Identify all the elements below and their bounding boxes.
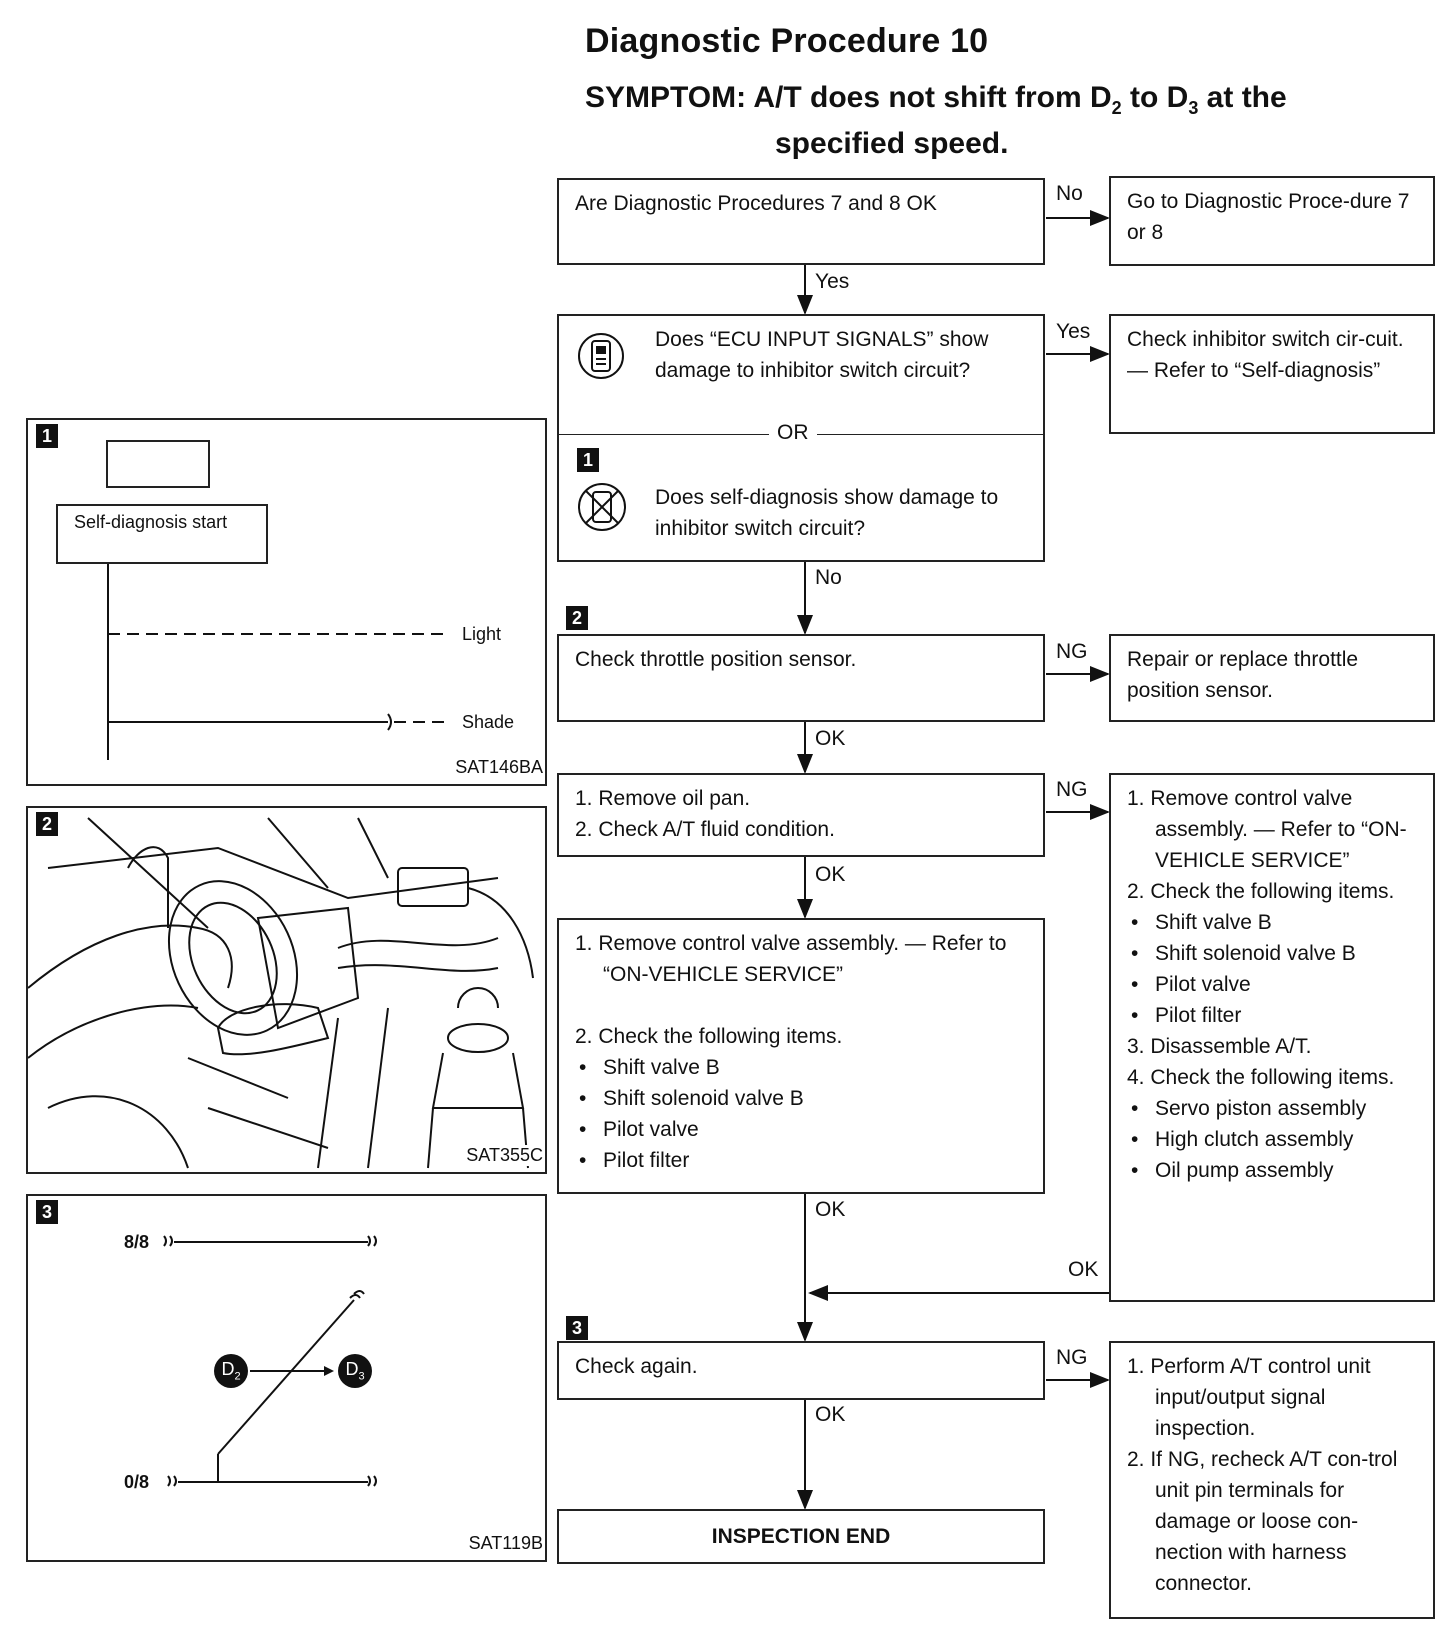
step6-ng-item1: 1. Perform A/T control unit input/output…	[1127, 1355, 1371, 1440]
step5-box: 1. Remove control valve assembly. — Refe…	[557, 918, 1045, 1194]
label-ng6: NG	[1056, 1346, 1088, 1369]
panel1-light-label: Light	[462, 624, 502, 644]
panel1-blank-box	[106, 440, 210, 488]
symptom-heading: SYMPTOM: A/T does not shift from D2 to D…	[585, 80, 1287, 162]
panel3-code: SAT119B	[468, 1533, 543, 1553]
panel2-sensor-photo: 2 SAT355C	[26, 806, 547, 1174]
step1-box: Are Diagnostic Procedures 7 and 8 OK	[557, 178, 1045, 265]
step5-item2: 2. Check the following items.	[575, 1025, 843, 1048]
inspection-end-text: INSPECTION END	[711, 1525, 891, 1548]
ng4-item: Servo piston assembly	[1127, 1093, 1417, 1124]
step2a-text: Does “ECU INPUT SIGNALS” show damage to …	[655, 328, 989, 382]
panel3-top-label: 8/8	[124, 1232, 150, 1252]
step1-text: Are Diagnostic Procedures 7 and 8 OK	[575, 192, 937, 215]
step3-tag: 2	[566, 606, 588, 630]
step5-item1: 1. Remove control valve assembly. — Refe…	[575, 932, 1007, 986]
no-tools-icon	[578, 483, 626, 531]
step6-tag: 3	[566, 1316, 588, 1340]
ng4-item: High clutch assembly	[1127, 1124, 1417, 1155]
label-yes1: Yes	[815, 270, 850, 293]
label-ok4: OK	[815, 863, 846, 886]
panel1-timing-diagram	[107, 564, 448, 760]
panel3-d2: D2	[214, 1359, 248, 1383]
panel3-bottom-label: 0/8	[124, 1472, 150, 1492]
symptom-suffix: at the	[1198, 81, 1287, 114]
panel3-graph	[163, 1235, 377, 1487]
step2-or: OR	[769, 417, 817, 448]
ng4-item: Shift solenoid valve B	[1127, 938, 1417, 969]
panel2-tag: 2	[36, 812, 58, 836]
panel1-label: Self-diagnosis start	[74, 512, 228, 532]
step4-box: 1. Remove oil pan. 2. Check A/T fluid co…	[557, 773, 1045, 857]
panel3-d2-letter: D	[221, 1359, 235, 1379]
panel3-d2-sub: 2	[234, 1370, 241, 1383]
step4-item1: 1. Remove oil pan.	[575, 787, 751, 810]
label-ok-ng4: OK	[1068, 1258, 1099, 1281]
step3-text: Check throttle position sensor.	[575, 648, 857, 671]
label-yes2: Yes	[1056, 320, 1091, 343]
label-ng4: NG	[1056, 778, 1088, 801]
ng4-step3: 3. Disassemble A/T.	[1127, 1035, 1312, 1058]
panel3-d3: D3	[338, 1359, 372, 1383]
step4-item2: 2. Check A/T fluid condition.	[575, 818, 835, 841]
step5-bullet: Pilot valve	[575, 1114, 1027, 1145]
symptom-sub-2: 2	[1111, 98, 1122, 118]
ng4-item: Pilot valve	[1127, 969, 1417, 1000]
step2b-text: Does self-diagnosis show damage to inhib…	[655, 486, 999, 540]
panel1-shade-label: Shade	[462, 712, 515, 732]
label-ok5: OK	[815, 1198, 846, 1221]
label-no1: No	[1056, 182, 1083, 205]
step6-text: Check again.	[575, 1355, 698, 1378]
ng4-item: Pilot filter	[1127, 1000, 1417, 1031]
panel1-tag: 1	[36, 424, 58, 448]
symptom-line2: specified speed.	[775, 127, 1009, 160]
panel3-shift-diagram: 3 8/8 0/8 D2 D3 SAT119B	[26, 1194, 547, 1562]
label-ng3: NG	[1056, 640, 1088, 663]
symptom-mid: to D	[1121, 81, 1189, 114]
step3-ng-text: Repair or replace throttle position sens…	[1127, 648, 1359, 702]
panel3-d3-sub: 3	[358, 1370, 365, 1383]
panel2-code: SAT355C	[466, 1145, 543, 1166]
throttle-sensor-illustration	[28, 817, 534, 1169]
step4-ng-box: 1. Remove control valve assembly. — Refe…	[1109, 773, 1435, 1302]
ng4-item: Oil pump assembly	[1127, 1155, 1417, 1186]
step5-bullet: Shift solenoid valve B	[575, 1083, 1027, 1114]
ng4-item: Shift valve B	[1127, 907, 1417, 938]
panel1-code: SAT146BA	[455, 757, 543, 777]
panel1-label-box: Self-diagnosis start	[56, 504, 268, 564]
step3-ng-box: Repair or replace throttle position sens…	[1109, 634, 1435, 722]
step6-ng-box: 1. Perform A/T control unit input/output…	[1109, 1341, 1435, 1619]
step2-box: Does “ECU INPUT SIGNALS” show damage to …	[557, 314, 1045, 562]
step5-spacer	[575, 990, 1027, 1021]
inspection-end-box: INSPECTION END	[557, 1509, 1045, 1564]
step1-no-box: Go to Diagnostic Proce-dure 7 or 8	[1109, 176, 1435, 266]
ng4-step2: 2. Check the following items.	[1127, 880, 1395, 903]
panel3-tag: 3	[36, 1200, 58, 1224]
label-ok3: OK	[815, 727, 846, 750]
symptom-sub-3: 3	[1188, 98, 1199, 118]
step6-box: Check again.	[557, 1341, 1045, 1400]
step5-bullet: Shift valve B	[575, 1052, 1027, 1083]
consult-tester-icon	[578, 333, 624, 379]
step1-no-text: Go to Diagnostic Proce-dure 7 or 8	[1127, 190, 1410, 244]
ng4-step1: 1. Remove control valve assembly. — Refe…	[1127, 787, 1407, 872]
step2-yes-text: Check inhibitor switch cir-cuit. — Refer…	[1127, 328, 1404, 382]
step2-yes-box: Check inhibitor switch cir-cuit. — Refer…	[1109, 314, 1435, 434]
label-ok6: OK	[815, 1403, 846, 1426]
step2-tag: 1	[577, 448, 599, 472]
step6-ng-item2: 2. If NG, recheck A/T con-trol unit pin …	[1127, 1448, 1398, 1595]
panel1-self-diagnosis: 1 Self-diagnosis start Light Shade SAT14…	[26, 418, 547, 786]
label-no2: No	[815, 566, 842, 589]
panel3-d3-letter: D	[345, 1359, 359, 1379]
symptom-prefix: SYMPTOM: A/T does not shift from D	[585, 81, 1112, 114]
step5-bullet: Pilot filter	[575, 1145, 1027, 1176]
page-title: Diagnostic Procedure 10	[585, 22, 989, 60]
ng4-step4: 4. Check the following items.	[1127, 1066, 1395, 1089]
step3-box: Check throttle position sensor.	[557, 634, 1045, 722]
